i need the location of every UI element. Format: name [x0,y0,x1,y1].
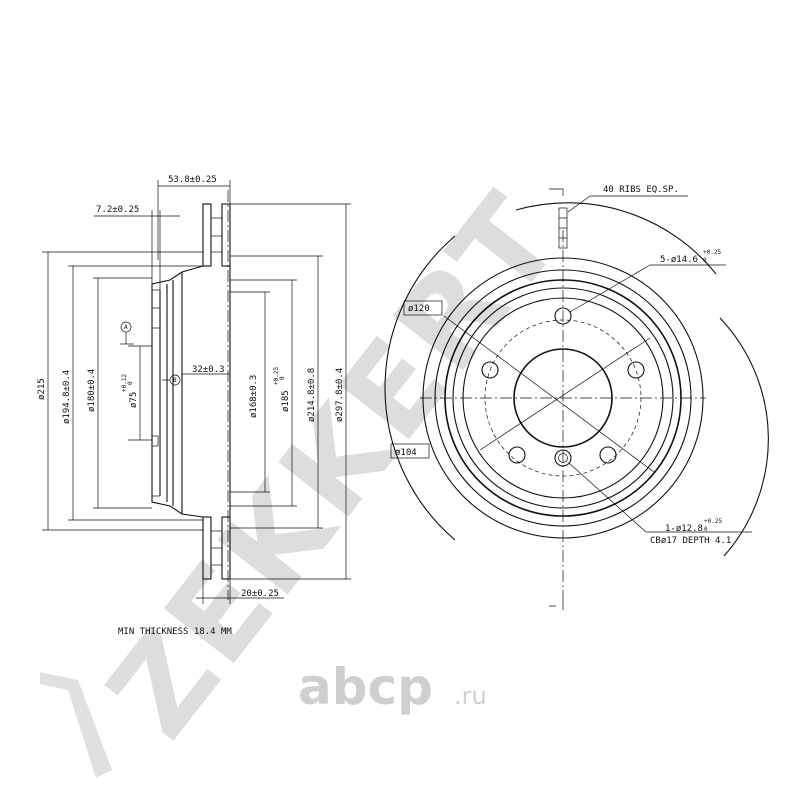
bolt-holes-tol-low: 0 [703,257,707,264]
pcd-104-box [390,443,430,459]
hat-ring-inner [452,287,674,509]
dim-dia-168: ø168±0.3 [249,375,259,418]
bolt-hole-section [151,307,161,329]
dim-inner-depth: 32±0.3 [192,365,225,375]
dim-dia-194: ø194.8±0.4 [62,370,72,424]
hat-profile [151,265,231,518]
corner-mark-bottom [549,598,564,610]
site-watermark: abcp .ru [298,658,487,716]
pin-hole-tol-low: 0 [704,526,708,533]
bolt-hole [481,361,499,379]
bolt-hole [508,446,526,464]
diameter-dim-lines [42,203,351,580]
dim-dia-214: ø214.8±0.8 [307,368,317,422]
corner-mark-top [549,188,564,196]
bolt-holes-tol: +0.25 [703,249,721,256]
svg-text:A: A [124,324,128,331]
bolt-holes-label: 5-ø14.6 [660,255,698,265]
dim-dia-180: ø180±0.4 [87,369,97,412]
watermark-site: abcp [298,658,433,716]
dim-hub-offset: 53.8±0.25 [168,175,217,185]
dim-disc-thickness: 20±0.25 [241,589,279,599]
dim-dia-75-tol: +0.12 [121,374,128,392]
min-thickness-note: MIN THICKNESS 18.4 MM [118,627,232,637]
pin-hole-tol: +0.25 [704,518,722,525]
dim-dia-297: ø297.8±0.4 [335,368,345,422]
counterbore-label: CBø17 DEPTH 4.1 [650,536,731,546]
section-view: 53.8±0.25 7.2±0.25 32±0.3 20±0.25 ø215 ø… [37,175,351,637]
datum-marker-a: A [120,321,134,345]
pin-hole-label: 1-ø12.8 [665,524,703,534]
pcd-120-label: ø120 [408,304,430,314]
dim-dia-185-tol: +0.25 [273,367,280,385]
pcd-104-label: ø104 [395,448,417,458]
bolt-hole [627,361,645,379]
disc-flange-top [202,203,231,267]
watermark-site-suffix: .ru [454,682,487,710]
watermark-chevron [40,672,112,778]
outer-rim-arc-right [719,317,769,557]
outer-rim-arc [384,235,456,541]
disc-flange-bottom [202,516,231,580]
pcd-120-box [403,300,443,316]
front-view: ø120 ø104 40 RIBS EQ.SP. 5-ø14.6 +0.25 0… [384,185,769,610]
datum-marker-b: B [162,374,181,386]
dim-dia-185: ø185 [281,390,291,412]
dim-dia-215: ø215 [37,378,47,400]
bolt-hole [599,446,617,464]
dim-dia-75: ø75 [129,392,139,408]
dim-dia-185-tol-low: 0 [279,376,286,380]
dim-dia-75-tol-low: 0 [127,381,134,385]
ribs-note: 40 RIBS EQ.SP. [603,185,679,195]
dim-hat-wall: 7.2±0.25 [96,205,139,215]
horizontal-dim-lines [94,180,284,604]
bolt-hole-section-lower [151,435,159,447]
svg-text:B: B [173,377,177,384]
bolt-hole [554,307,572,325]
